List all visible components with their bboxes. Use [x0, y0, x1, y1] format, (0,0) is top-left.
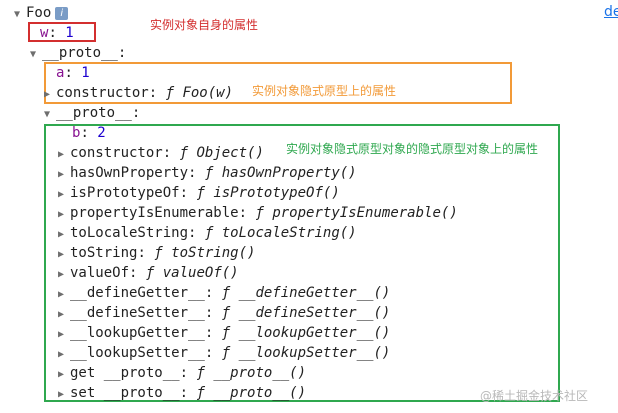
proto1-box — [44, 62, 512, 104]
property-key: toString — [70, 245, 138, 261]
function-signature: toString() — [171, 245, 256, 261]
property-key: propertyIsEnumerable — [70, 205, 239, 221]
expand-triangle-icon[interactable]: ▼ — [14, 9, 21, 20]
property-key: set __proto__ — [70, 385, 180, 401]
expand-triangle-icon[interactable]: ▶ — [58, 329, 65, 340]
function-signature: Object() — [196, 145, 264, 161]
expand-triangle-icon[interactable]: ▶ — [58, 189, 65, 200]
property-key: __defineGetter__ — [70, 285, 205, 301]
proto2-key: __proto__ — [56, 105, 132, 121]
function-icon: ƒ — [221, 325, 231, 341]
function-icon: ƒ — [196, 365, 205, 381]
expand-triangle-icon[interactable]: ▶ — [58, 389, 65, 400]
proto2-b-row: b: 2 — [72, 125, 106, 141]
proto1-row[interactable]: ▼__proto__: — [30, 44, 126, 64]
list-item[interactable]: ▶__defineSetter__: ƒ __defineSetter__() — [58, 304, 390, 324]
list-item[interactable]: ▶toLocaleString: ƒ toLocaleString() — [58, 224, 357, 244]
list-item[interactable]: ▶__defineGetter__: ƒ __defineGetter__() — [58, 284, 390, 304]
function-icon: ƒ — [196, 185, 205, 201]
property-key: isPrototypeOf — [70, 185, 180, 201]
list-item[interactable]: ▶hasOwnProperty: ƒ hasOwnProperty() — [58, 164, 357, 184]
property-key: constructor — [70, 145, 163, 161]
proto2-row[interactable]: ▼__proto__: — [44, 104, 140, 124]
property-value: 1 — [81, 65, 90, 81]
function-signature: __lookupSetter__() — [238, 345, 391, 361]
expand-triangle-icon[interactable]: ▼ — [30, 49, 37, 60]
property-key: __defineSetter__ — [70, 305, 205, 321]
property-key: b — [72, 125, 81, 141]
property-key: w — [40, 25, 49, 41]
expand-triangle-icon[interactable]: ▶ — [58, 349, 65, 360]
list-item[interactable]: ▶isPrototypeOf: ƒ isPrototypeOf() — [58, 184, 340, 204]
property-value: 2 — [97, 125, 106, 141]
source-link[interactable]: de — [604, 4, 618, 20]
list-item[interactable]: ▶get __proto__: ƒ __proto__() — [58, 364, 306, 384]
expand-triangle-icon[interactable]: ▶ — [58, 149, 65, 160]
function-icon: ƒ — [221, 345, 231, 361]
annotation-proto2: 实例对象隐式原型对象的隐式原型对象上的属性 — [286, 142, 539, 156]
property-key: a — [56, 65, 65, 81]
info-icon[interactable]: i — [55, 6, 69, 20]
list-item[interactable]: ▶propertyIsEnumerable: ƒ propertyIsEnume… — [58, 204, 458, 224]
proto1-constructor-row[interactable]: ▶constructor: ƒ Foo(w) — [44, 84, 233, 104]
list-item[interactable]: ▶__lookupGetter__: ƒ __lookupGetter__() — [58, 324, 390, 344]
function-signature: __defineGetter__() — [238, 285, 391, 301]
function-icon: ƒ — [255, 205, 264, 221]
list-item[interactable]: ▶toString: ƒ toString() — [58, 244, 255, 264]
function-icon: ƒ — [145, 265, 155, 281]
proto2-box — [44, 124, 560, 402]
proto1-key: __proto__ — [42, 45, 118, 61]
function-icon: ƒ — [221, 285, 231, 301]
function-signature: __proto__() — [213, 365, 307, 381]
property-value: 1 — [65, 25, 74, 41]
expand-triangle-icon[interactable]: ▶ — [58, 269, 65, 280]
list-item[interactable]: ▶__lookupSetter__: ƒ __lookupSetter__() — [58, 344, 390, 364]
property-key: constructor — [56, 85, 149, 101]
function-icon: ƒ — [221, 305, 231, 321]
expand-triangle-icon[interactable]: ▶ — [58, 229, 65, 240]
property-key: valueOf — [70, 265, 130, 281]
expand-triangle-icon[interactable]: ▶ — [58, 369, 65, 380]
own-property-row: w: 1 — [40, 25, 74, 41]
property-key: __lookupSetter__ — [70, 345, 205, 361]
function-signature: __proto__() — [213, 385, 307, 401]
annotation-proto: 实例对象隐式原型上的属性 — [252, 84, 397, 98]
expand-triangle-icon[interactable]: ▶ — [58, 309, 65, 320]
expand-triangle-icon[interactable]: ▶ — [58, 209, 65, 220]
property-key: __lookupGetter__ — [70, 325, 205, 341]
list-item[interactable]: ▶set __proto__: ƒ __proto__() — [58, 384, 306, 404]
function-signature: valueOf() — [162, 265, 239, 281]
function-signature: isPrototypeOf() — [213, 185, 340, 201]
proto1-a-row: a: 1 — [56, 65, 90, 81]
function-icon: ƒ — [165, 85, 175, 101]
function-icon: ƒ — [154, 245, 163, 261]
property-key: get __proto__ — [70, 365, 180, 381]
function-signature: __defineSetter__() — [238, 305, 391, 321]
expand-triangle-icon[interactable]: ▼ — [44, 109, 51, 120]
function-signature: toLocaleString() — [221, 225, 357, 241]
function-signature: __lookupGetter__() — [238, 325, 391, 341]
function-icon: ƒ — [179, 145, 189, 161]
function-signature: Foo(w) — [182, 85, 234, 101]
own-property-box — [28, 22, 96, 42]
list-item[interactable]: ▶valueOf: ƒ valueOf() — [58, 264, 239, 284]
annotation-own: 实例对象自身的属性 — [150, 18, 259, 32]
expand-triangle-icon[interactable]: ▶ — [58, 169, 65, 180]
expand-triangle-icon[interactable]: ▶ — [58, 289, 65, 300]
expand-triangle-icon[interactable]: ▶ — [58, 249, 65, 260]
root-label: Foo — [26, 5, 52, 21]
property-key: hasOwnProperty — [70, 165, 189, 181]
watermark: @稀土掘金技术社区 — [480, 389, 589, 403]
function-icon: ƒ — [204, 165, 214, 181]
list-item[interactable]: ▶constructor: ƒ Object() — [58, 144, 264, 164]
function-icon: ƒ — [204, 225, 214, 241]
function-signature: propertyIsEnumerable() — [272, 205, 458, 221]
expand-triangle-icon[interactable]: ▶ — [44, 89, 51, 100]
property-key: toLocaleString — [70, 225, 189, 241]
function-icon: ƒ — [196, 385, 205, 401]
function-signature: hasOwnProperty() — [221, 165, 357, 181]
